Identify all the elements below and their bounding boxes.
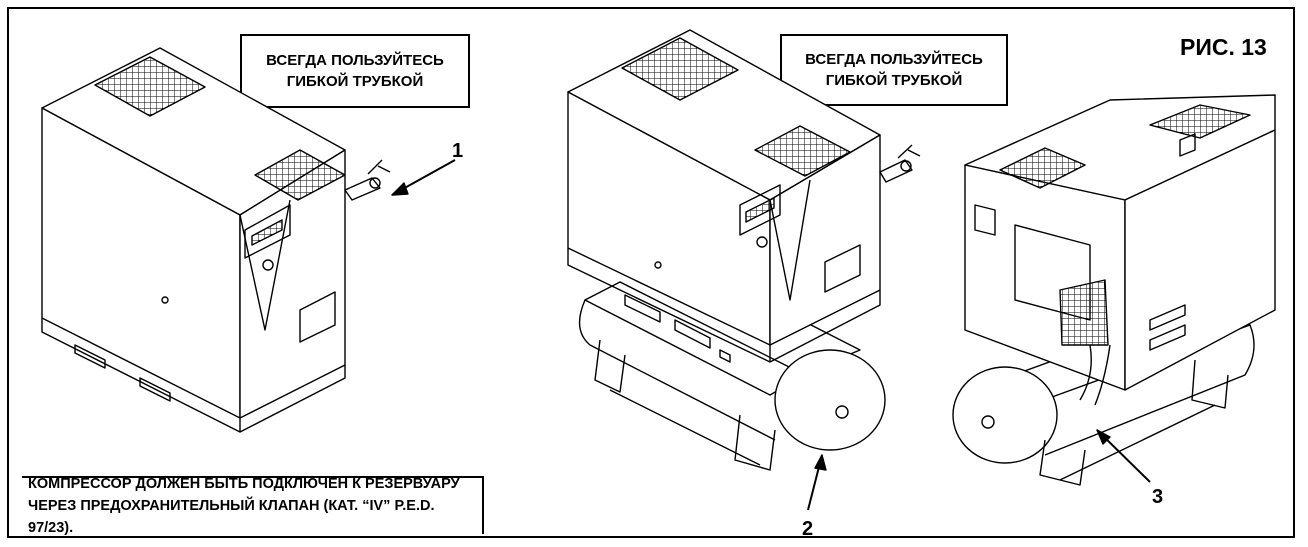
note-line: ВСЕГДА ПОЛЬЗУЙТЕСЬ bbox=[805, 51, 983, 68]
note-line: КОМПРЕССОР ДОЛЖЕН БЫТЬ ПОДКЛЮЧЕН К РЕЗЕР… bbox=[28, 476, 460, 492]
compressor-rear-view bbox=[952, 94, 1276, 486]
note-line: ГИБКОЙ ТРУБКОЙ bbox=[286, 73, 424, 90]
compressor-floor-unit bbox=[41, 47, 391, 433]
callout-3: 3 bbox=[1152, 486, 1164, 508]
note-safety-valve: КОМПРЕССОР ДОЛЖЕН БЫТЬ ПОДКЛЮЧЕН К РЕЗЕР… bbox=[22, 476, 484, 536]
note-flexible-hose-middle: ВСЕГДА ПОЛЬЗУЙТЕСЬ ГИБКОЙ ТРУБКОЙ bbox=[780, 34, 1008, 106]
figure-title: РИС. 13 bbox=[1180, 34, 1267, 60]
note-flexible-hose-left: ВСЕГДА ПОЛЬЗУЙТЕСЬ ГИБКОЙ ТРУБКОЙ bbox=[240, 34, 470, 108]
note-line: ЧЕРЕЗ ПРЕДОХРАНИТЕЛЬНЫЙ КЛАПАН (КАТ. “IV… bbox=[28, 498, 435, 536]
callout-2: 2 bbox=[802, 518, 814, 540]
figure-frame bbox=[7, 7, 1295, 538]
compressor-tank-unit bbox=[567, 29, 921, 471]
note-line: ГИБКОЙ ТРУБКОЙ bbox=[825, 72, 963, 89]
note-line: ВСЕГДА ПОЛЬЗУЙТЕСЬ bbox=[266, 52, 444, 69]
callout-1: 1 bbox=[452, 140, 464, 162]
